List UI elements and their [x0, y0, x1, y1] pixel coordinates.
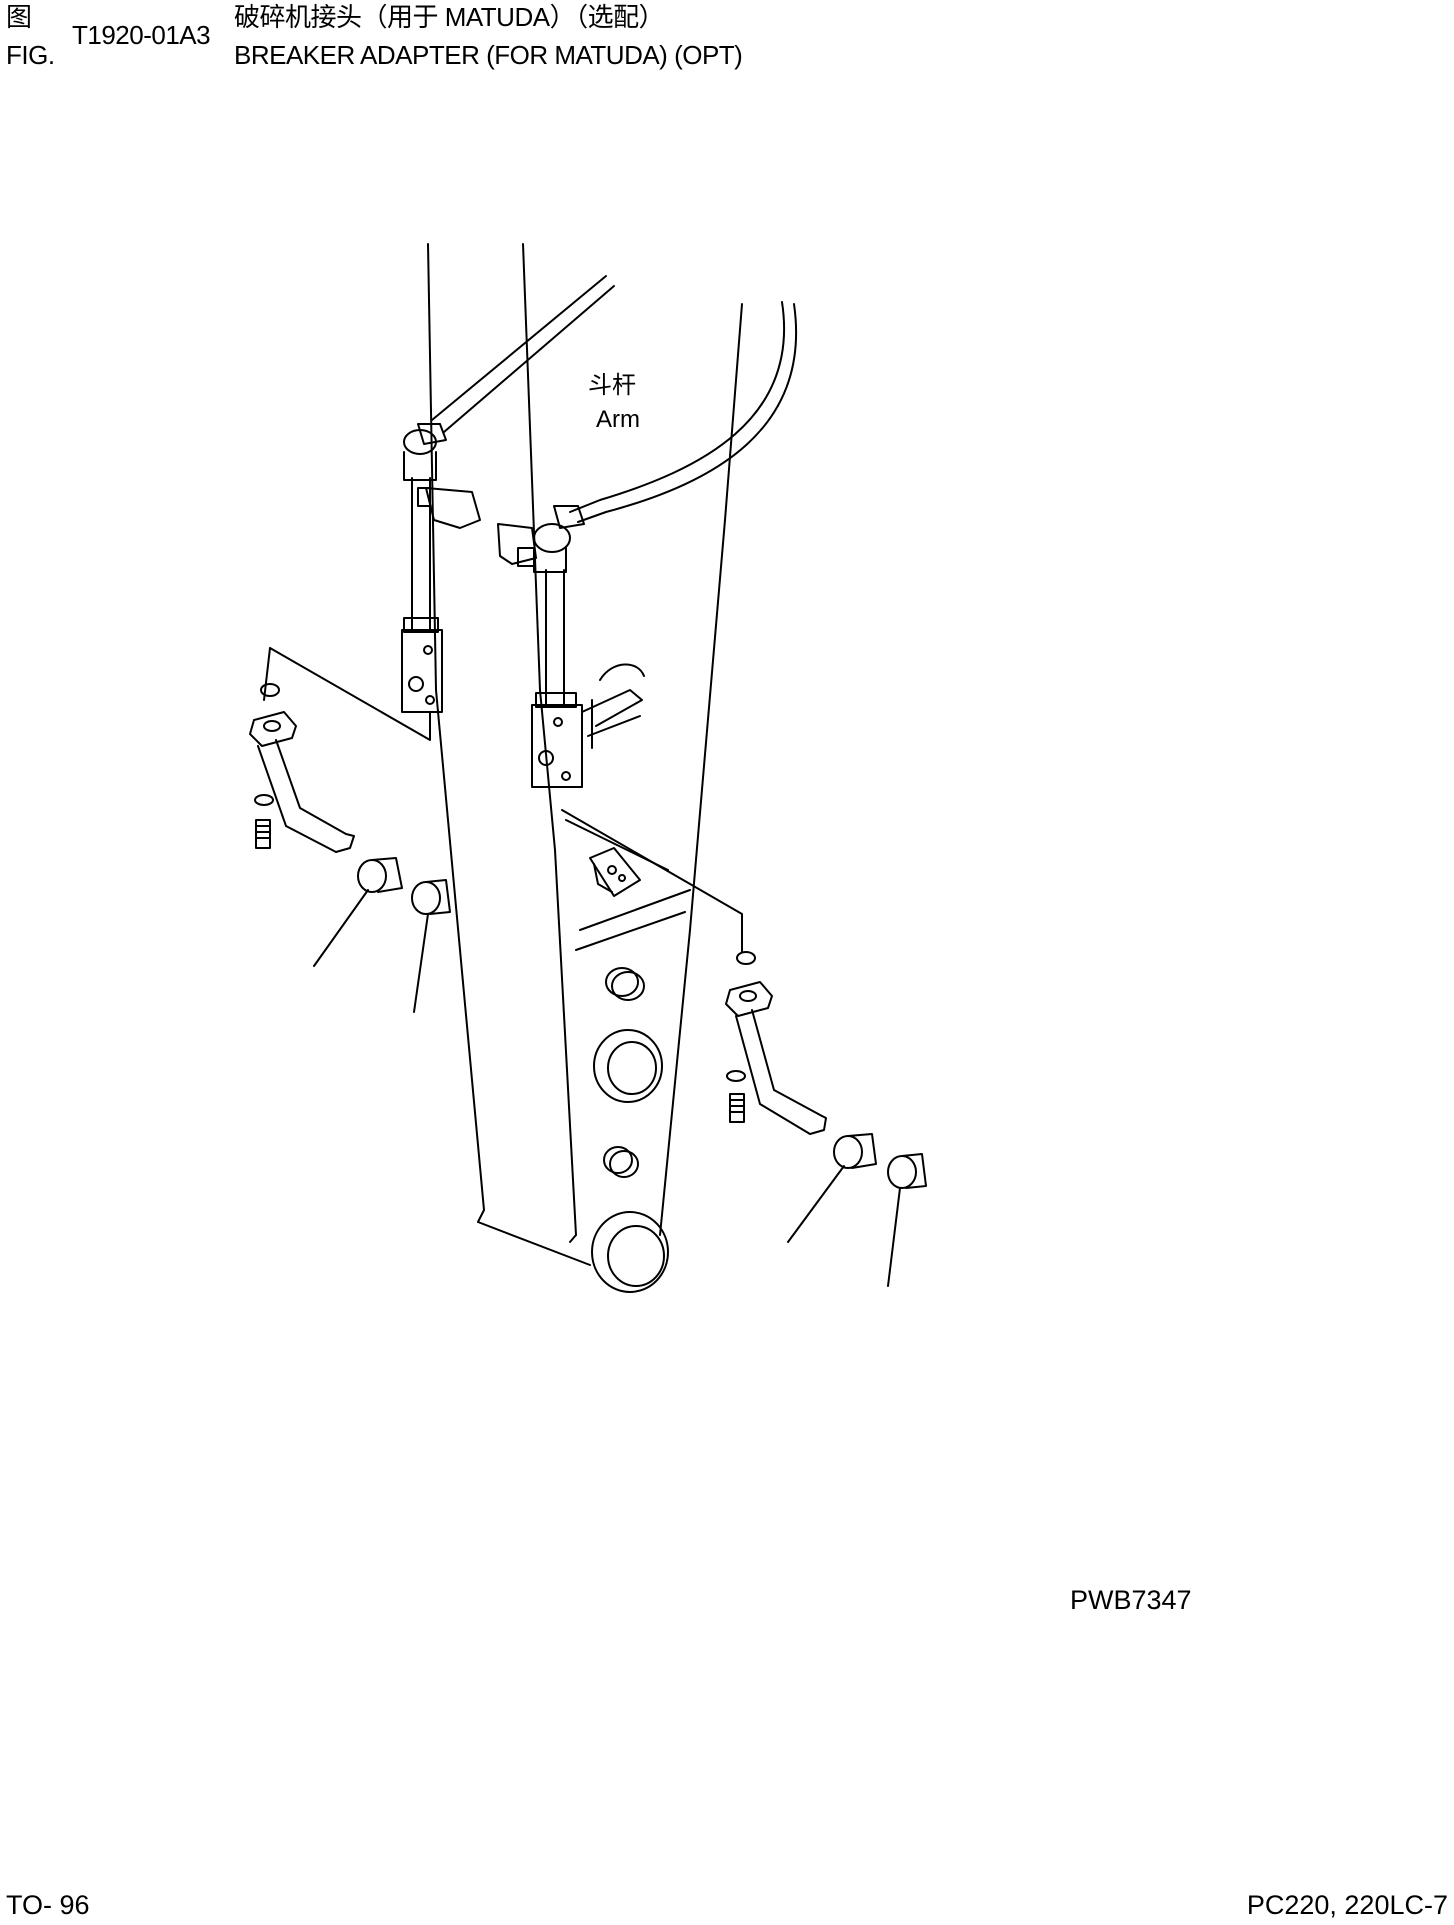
title-zh: 破碎机接头（用于 MATUDA）（选配）: [234, 2, 665, 32]
boss-lower: [604, 1147, 638, 1177]
right-clamp: [498, 524, 536, 566]
right-leader-lines: [562, 810, 742, 952]
arm-tip-pin: [592, 1212, 668, 1292]
fig-label-zh: 图: [6, 2, 32, 32]
left-tube: [258, 740, 354, 852]
left-bolt: [256, 820, 270, 848]
left-flange: [250, 712, 296, 746]
right-tube: [736, 1010, 826, 1134]
right-part-leaders: [788, 1166, 900, 1286]
hose-right-upper: [570, 302, 796, 522]
fig-number: T1920-01A3: [72, 20, 211, 50]
right-washer: [727, 1071, 745, 1081]
left-o-ring: [261, 684, 279, 696]
boss-upper: [606, 968, 644, 1000]
right-elbow: [534, 506, 584, 705]
left-part-leaders: [314, 890, 428, 1012]
left-leader-lines: [264, 648, 430, 740]
fig-label-en: FIG.: [6, 40, 55, 70]
drawing-code: PWB7347: [1070, 1585, 1192, 1615]
right-plug: [888, 1154, 926, 1188]
arm-outline: [428, 244, 742, 1265]
model-number: PC220, 220LC-7: [1246, 1890, 1448, 1920]
hose-left-upper: [432, 276, 614, 432]
right-union: [834, 1134, 876, 1168]
title-en: BREAKER ADAPTER (FOR MATUDA) (OPT): [234, 40, 743, 70]
arm-label-en: Arm: [596, 406, 640, 433]
arm-label-zh: 斗杆: [588, 372, 636, 399]
left-union: [358, 858, 402, 892]
boss-middle: [594, 1030, 662, 1102]
right-bolt: [730, 1094, 744, 1122]
arm-bracket: [590, 848, 640, 896]
right-o-ring: [737, 952, 755, 964]
left-elbow: [404, 424, 446, 630]
left-plug: [412, 880, 450, 914]
page-number: TO- 96: [6, 1890, 90, 1920]
left-valve-block: [402, 618, 442, 712]
left-clamp: [418, 488, 480, 528]
left-washer: [255, 795, 273, 805]
right-valve-block: [532, 664, 644, 787]
right-flange: [726, 982, 772, 1016]
